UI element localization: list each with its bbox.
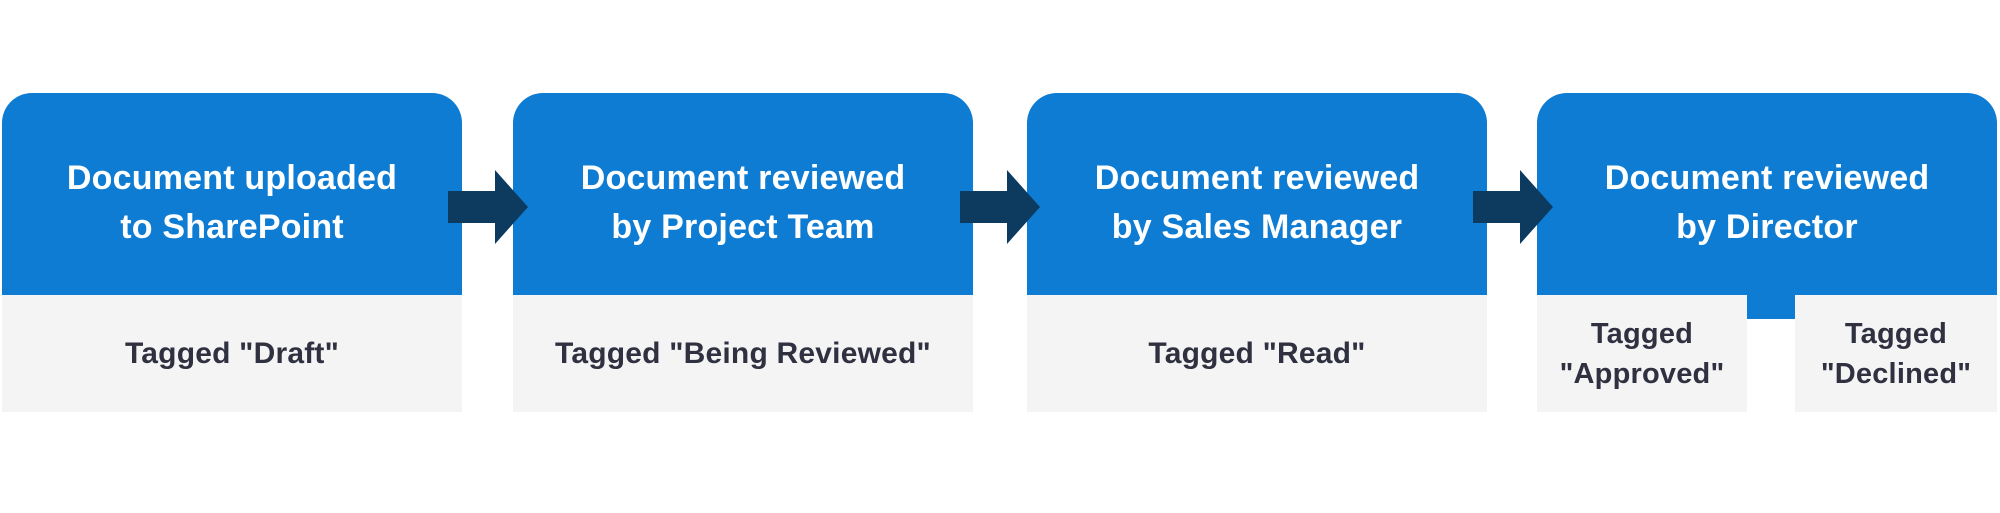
connector-notch (1747, 295, 1795, 319)
step-tag-draft: Tagged "Draft" (2, 295, 462, 412)
tag-label-line1: Tagged (1844, 317, 1948, 350)
tag-label-line1: Tagged (1590, 317, 1694, 350)
step-title-line2: by Sales Manager (1111, 208, 1403, 246)
step-tag-approved: Tagged "Approved" (1537, 295, 1747, 412)
step-card-project-team: Document reviewed by Project Team Tagged… (513, 93, 973, 412)
step-card-director: Document reviewed by Director Tagged "Ap… (1537, 93, 1997, 412)
step-title-line2: by Director (1676, 208, 1858, 246)
step-title-sales-manager: Document reviewed by Sales Manager (1027, 93, 1487, 295)
step-card-sales-manager: Document reviewed by Sales Manager Tagge… (1027, 93, 1487, 412)
step-title-line2: to SharePoint (120, 208, 344, 246)
step-title-project-team: Document reviewed by Project Team (513, 93, 973, 295)
step-tag-declined: Tagged "Declined" (1795, 295, 1997, 412)
tag-label-line2: "Approved" (1559, 357, 1725, 390)
arrow-right-icon (448, 170, 528, 244)
step-tag-read: Tagged "Read" (1027, 295, 1487, 412)
tag-label: Tagged "Read" (1148, 336, 1366, 370)
step-title-line1: Document reviewed (580, 159, 906, 197)
step-card-upload: Document uploaded to SharePoint Tagged "… (2, 93, 462, 412)
tag-label-line2: "Declined" (1820, 357, 1972, 390)
step-title-line1: Document uploaded (66, 159, 398, 197)
step-tag-being-reviewed: Tagged "Being Reviewed" (513, 295, 973, 412)
tag-label: Tagged "Draft" (124, 336, 340, 370)
director-branch-connector (1747, 295, 1795, 412)
step-title-upload: Document uploaded to SharePoint (2, 93, 462, 295)
step-title-line2: by Project Team (611, 208, 875, 246)
arrow-right-icon (1473, 170, 1553, 244)
step-title-line1: Document reviewed (1604, 159, 1930, 197)
tag-label: Tagged "Being Reviewed" (555, 336, 931, 370)
step-title-line1: Document reviewed (1094, 159, 1420, 197)
step-title-director: Document reviewed by Director (1537, 93, 1997, 295)
arrow-right-icon (960, 170, 1040, 244)
director-outcomes: Tagged "Approved" Tagged "Declined" (1537, 295, 1997, 412)
